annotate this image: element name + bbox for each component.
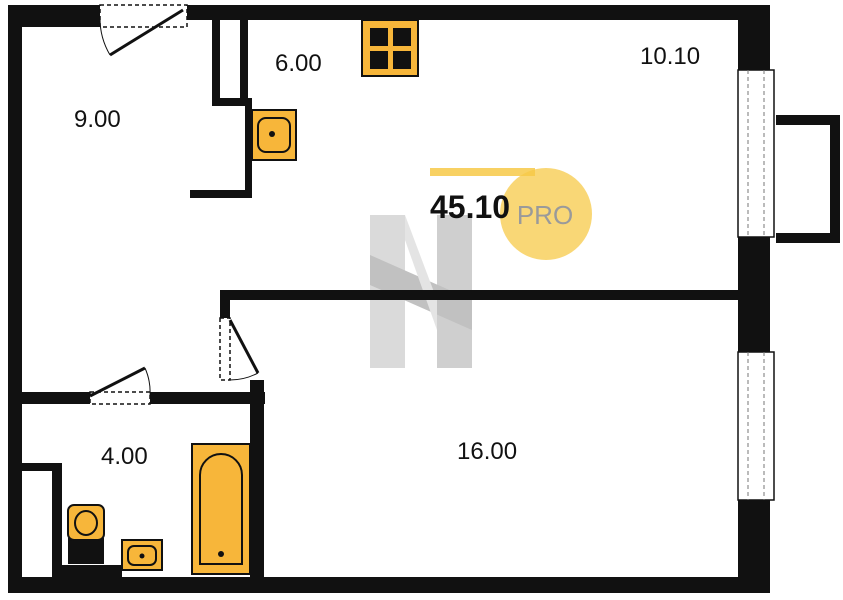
window-icon: [737, 351, 775, 501]
door-swing-icon: [219, 317, 260, 381]
room-area-living: 10.10: [640, 43, 700, 70]
toilet-icon: [67, 504, 105, 564]
window-icon: [737, 69, 775, 238]
total-area: 45.10: [430, 189, 510, 225]
sink-icon: [251, 109, 297, 161]
watermark-logo-icon: [370, 215, 472, 368]
door-swing-icon: [89, 366, 151, 405]
kitchen-stove-icon: [361, 19, 419, 77]
badge-text: PRO: [517, 200, 573, 230]
room-area-hall: 9.00: [74, 106, 121, 133]
door-swing-icon: [99, 4, 188, 57]
sink-icon: [121, 539, 163, 571]
walls: [8, 5, 840, 593]
room-area-bedroom: 16.00: [457, 438, 517, 465]
bathtub-icon: [191, 443, 251, 575]
pro-badge: PRO: [430, 168, 592, 260]
room-area-kitchen: 6.00: [275, 50, 322, 77]
room-area-bathroom: 4.00: [101, 443, 148, 470]
